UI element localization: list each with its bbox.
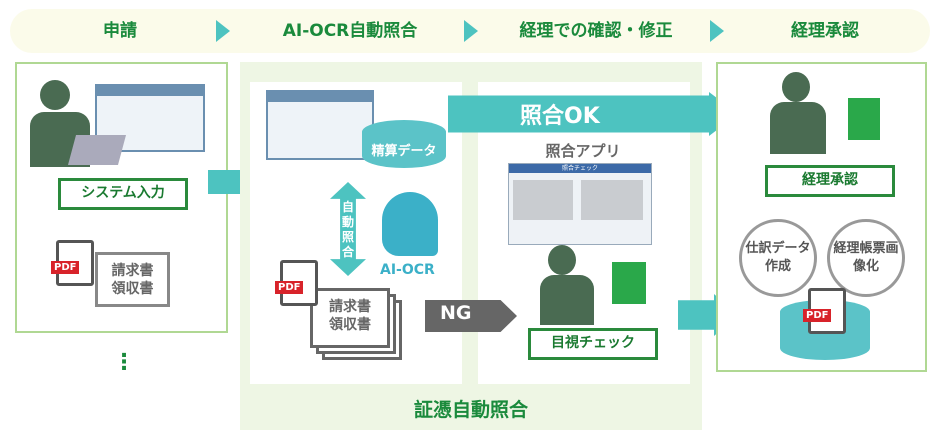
ok-arrow [448,92,738,136]
visual-check-label: 目視チェック [528,328,658,360]
auto-match-arrow-label: 自動照合 [341,200,354,259]
ai-head-icon [382,192,438,256]
document-stack [310,288,390,348]
arrow-right-icon [710,20,724,42]
pdf-icon: PDF [51,240,94,286]
step-application: 申請 [103,21,137,41]
monitor-icon [848,98,880,140]
system-input-label: システム入力 [58,178,188,210]
monitor-icon [612,262,646,304]
ng-arrow [425,300,517,332]
arrow-right-icon [216,20,230,42]
step-approval: 経理承認 [791,21,859,41]
pdf-icon: PDF [275,260,318,306]
data-label: 精算データ [371,144,437,159]
database-icon [362,120,446,168]
person-icon [548,245,576,275]
arrow-right-icon [464,20,478,42]
ng-label: NG [440,302,472,324]
step-review: 経理での確認・修正 [519,21,673,41]
arrow-icon [208,170,242,194]
person-icon [782,72,810,102]
spreadsheet-icon [95,84,205,152]
image-conversion-circle: 経理帳票画像化 [827,219,905,297]
doc-label: 請求書領収書 [111,263,154,297]
journal-data-circle: 仕訳データ作成 [739,219,817,297]
laptop-icon [67,135,127,165]
app-title: 照合アプリ [545,142,621,160]
more-dots: ⋮ [113,350,135,375]
ai-ocr-label: AI-OCR [380,262,435,278]
pdf-icon: PDF [803,288,846,334]
step-ai-ocr: AI-OCR自動照合 [282,21,418,41]
person-icon [40,80,70,110]
app-window: 照合チェック [508,163,652,245]
auto-match-title: 証憑自動照合 [413,399,528,421]
approval-label: 経理承認 [765,165,895,197]
ok-label: 照合OK [520,104,600,129]
spreadsheet-icon [266,90,374,160]
